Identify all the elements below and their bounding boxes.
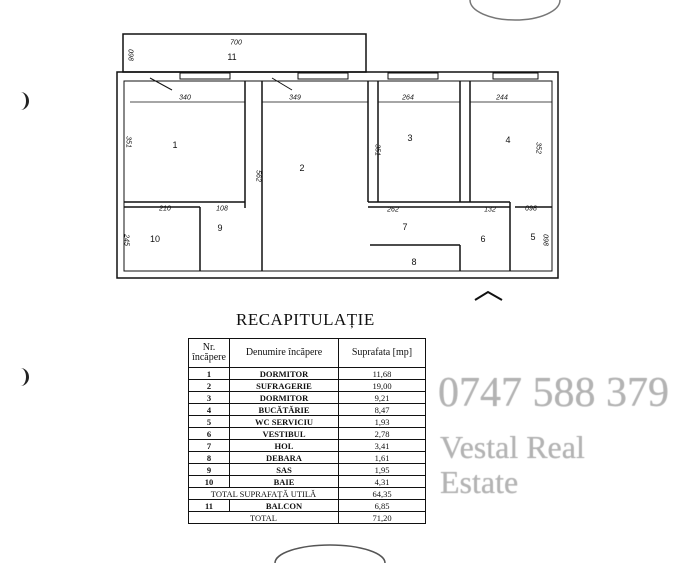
room-name: SUFRAGERIE [229, 379, 339, 392]
dimension: 340 [179, 94, 191, 102]
room-number: 2 [188, 379, 230, 392]
room-number: 7 [188, 439, 230, 452]
dimension: 098 [525, 205, 537, 213]
room-number: 3 [188, 391, 230, 404]
balcony-outline [122, 33, 367, 73]
stamp-top [469, 0, 561, 21]
north-arrow-icon [474, 290, 503, 301]
room-area: 8,47 [338, 403, 426, 416]
dimension: 098 [126, 49, 134, 61]
room-name: BAIE [229, 475, 339, 488]
watermark-phone: 0747 588 379 [438, 370, 669, 416]
room-name: DORMITOR [229, 391, 339, 404]
dimension: 349 [289, 94, 301, 102]
dimension: 245 [122, 234, 130, 246]
room-number: 5 [188, 415, 230, 428]
dimension: 264 [402, 94, 414, 102]
subtotal-value: 64,35 [338, 487, 426, 500]
dimension: 351 [124, 136, 132, 148]
room-area: 19,00 [338, 379, 426, 392]
room-label: 7 [402, 222, 408, 232]
room-name: BUCĂTĂRIE [229, 403, 339, 416]
room-label: 10 [149, 234, 161, 244]
room-area: 1,61 [338, 451, 426, 464]
room-name: WC SERVICIU [229, 415, 339, 428]
dimension: 262 [387, 206, 399, 214]
column-header: Suprafata [mp] [338, 338, 426, 368]
dimension: 210 [159, 205, 171, 213]
room-area: 6,85 [338, 499, 426, 512]
room-name: VESTIBUL [229, 427, 339, 440]
room-name: DORMITOR [229, 367, 339, 380]
dimension: 352 [534, 142, 542, 154]
dimension: 132 [484, 206, 496, 214]
room-number: 11 [188, 499, 230, 512]
room-area: 1,93 [338, 415, 426, 428]
room-area: 3,41 [338, 439, 426, 452]
room-label: 11 [227, 52, 237, 62]
room-label: 5 [530, 232, 536, 242]
summary-title: RECAPITULAȚIE [236, 310, 375, 329]
room-number: 8 [188, 451, 230, 464]
room-area: 11,68 [338, 367, 426, 380]
room-area: 1,95 [338, 463, 426, 476]
room-label: 3 [407, 133, 413, 143]
subtotal-label: TOTAL SUPRAFAȚĂ UTILĂ [188, 487, 339, 500]
total-value: 71,20 [338, 511, 426, 524]
room-area: 2,78 [338, 427, 426, 440]
room-label: 8 [411, 257, 417, 267]
room-number: 1 [188, 367, 230, 380]
binder-hole [12, 368, 29, 386]
room-number: 9 [188, 463, 230, 476]
room-name: SAS [229, 463, 339, 476]
room-number: 6 [188, 427, 230, 440]
room-label: 9 [217, 223, 223, 233]
room-area: 4,31 [338, 475, 426, 488]
watermark: Vestal Real Estate [440, 429, 585, 501]
room-number: 4 [188, 403, 230, 416]
room-label: 1 [172, 140, 178, 150]
room-name: HOL [229, 439, 339, 452]
dimension: 351 [373, 144, 381, 156]
column-header: Nr. încăpere [188, 338, 230, 368]
room-label: 6 [480, 234, 486, 244]
binder-hole [12, 92, 29, 110]
room-label: 4 [505, 135, 511, 145]
room-area: 9,21 [338, 391, 426, 404]
dimension: 244 [496, 94, 508, 102]
dimension: 098 [541, 234, 549, 246]
dimension: 108 [216, 205, 228, 213]
stamp-bottom [274, 544, 386, 563]
room-name: DEBARA [229, 451, 339, 464]
room-number: 10 [188, 475, 230, 488]
dimension: 700 [230, 39, 242, 47]
area-summary-table: Nr. încăpere Denumire încăpere Suprafata… [188, 338, 426, 524]
total-label: TOTAL [188, 511, 339, 524]
outer-wall [116, 71, 559, 279]
room-name: BALCON [229, 499, 339, 512]
dimension: 562 [254, 170, 262, 182]
room-label: 2 [299, 163, 305, 173]
column-header: Denumire încăpere [229, 338, 339, 368]
